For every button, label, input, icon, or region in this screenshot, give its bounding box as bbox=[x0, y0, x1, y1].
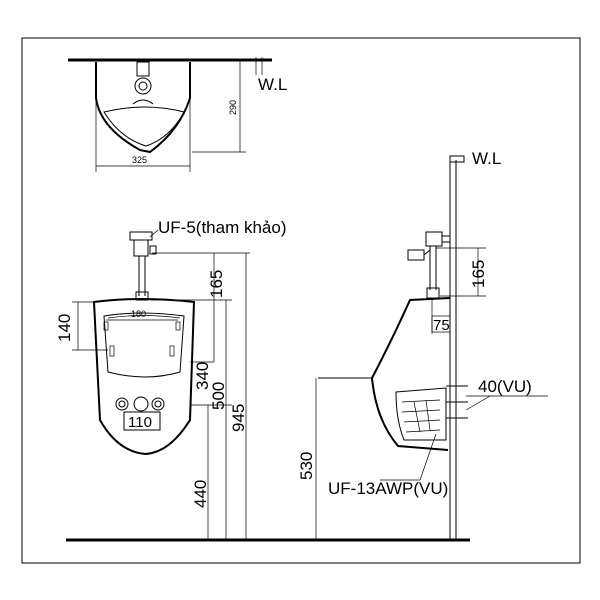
front-view: UF-5(tham khảo) 180 110 140 bbox=[55, 218, 286, 540]
front-bracket-bl bbox=[109, 345, 115, 357]
side-view: W.L 165 75 40(VU) 530 bbox=[297, 149, 548, 540]
side-165-label: 165 bbox=[469, 260, 488, 288]
side-valve-link bbox=[423, 249, 431, 256]
front-bowl-rim bbox=[107, 315, 181, 319]
front-valve-cap bbox=[129, 231, 153, 241]
dim-180-label: 180 bbox=[131, 309, 146, 319]
side-pipe-joint bbox=[426, 287, 440, 299]
dim-340-label: 340 bbox=[193, 362, 212, 390]
front-bowl-basin bbox=[103, 312, 185, 378]
front-bolt-right bbox=[151, 397, 165, 411]
front-bolt-left bbox=[115, 397, 129, 411]
dim-440-label: 440 bbox=[191, 480, 210, 508]
flush-valve-leader bbox=[149, 229, 159, 238]
trap-leader bbox=[419, 433, 437, 481]
front-valve-body bbox=[133, 239, 149, 257]
side-trap-outline bbox=[395, 387, 447, 441]
front-valve-handle bbox=[149, 245, 157, 255]
dim-110-box bbox=[123, 411, 161, 431]
front-bracket-br bbox=[169, 345, 175, 357]
front-bolt-left-core bbox=[118, 400, 126, 408]
top-view: W.L 290 325 bbox=[68, 57, 287, 172]
side-valve-body bbox=[425, 231, 443, 247]
side-valve-handle bbox=[407, 249, 425, 261]
dim-325-label: 325 bbox=[132, 155, 147, 165]
top-spreader bbox=[132, 99, 154, 105]
front-bracket-tr bbox=[175, 321, 181, 331]
dim-500-label: 500 bbox=[209, 382, 228, 410]
front-bowl-outline bbox=[92, 298, 196, 456]
dim-140-label: 140 bbox=[55, 314, 74, 342]
drawing-frame bbox=[21, 37, 581, 564]
wl-top-label: W.L bbox=[258, 75, 287, 94]
flush-valve-label: UF-5(tham khảo) bbox=[158, 218, 286, 237]
dim-945-label: 945 bbox=[229, 404, 248, 432]
side-bowl-outline bbox=[370, 297, 451, 451]
top-bowl-inner bbox=[103, 106, 185, 147]
dim-110-label: 110 bbox=[128, 414, 152, 431]
dim-75-label: 75 bbox=[433, 317, 450, 334]
dim-75-box bbox=[431, 315, 451, 333]
front-outlet bbox=[133, 396, 149, 412]
dim-165-label: 165 bbox=[207, 270, 226, 298]
side-wall-cap bbox=[449, 155, 465, 163]
trap-label: UF-13AWP(VU) bbox=[328, 479, 448, 498]
top-valve-body bbox=[136, 61, 150, 77]
side-valve-pipe bbox=[441, 235, 451, 243]
outlet-label: 40(VU) bbox=[478, 377, 532, 396]
outlet-leader-arrow bbox=[465, 395, 491, 411]
side-trap-hatch bbox=[401, 399, 441, 433]
side-trap-detail bbox=[413, 399, 431, 433]
dim-530-label: 530 bbox=[297, 452, 316, 480]
front-bracket-tl bbox=[103, 321, 109, 331]
wl-side-label: W.L bbox=[472, 149, 501, 168]
dim-290-label: 290 bbox=[228, 100, 238, 115]
top-valve-core bbox=[138, 81, 148, 91]
front-bolt-right-core bbox=[154, 400, 162, 408]
top-valve-ring bbox=[134, 77, 152, 95]
